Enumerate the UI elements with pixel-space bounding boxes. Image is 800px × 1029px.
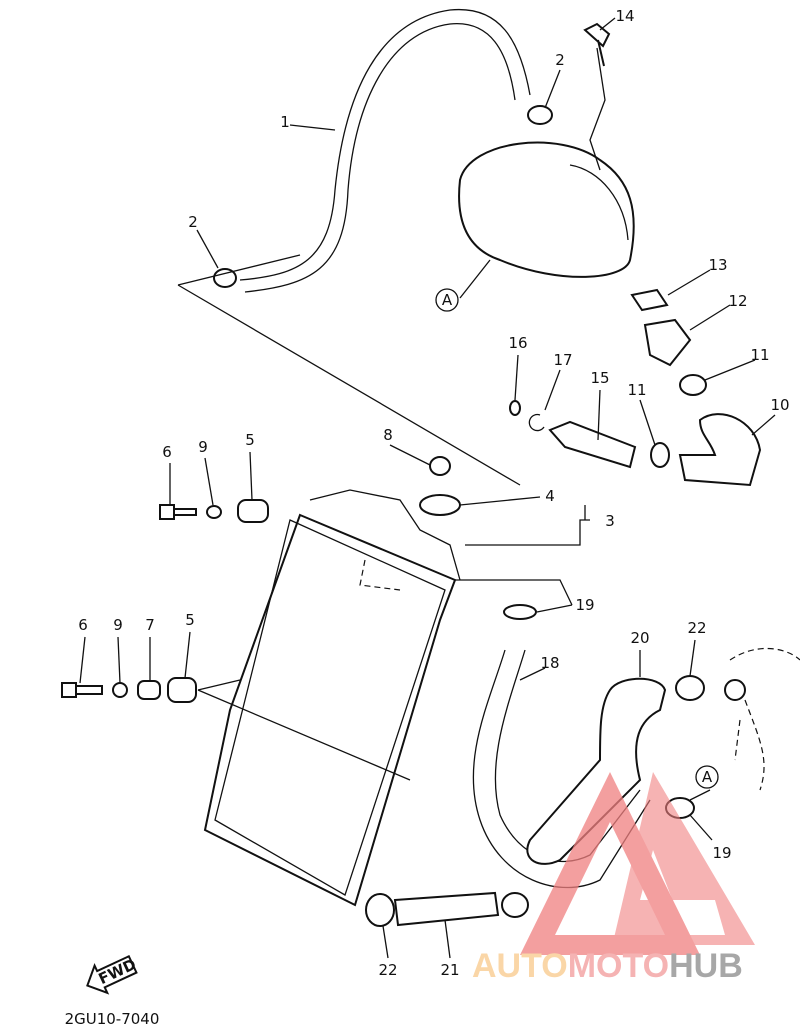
callout-11: 11 xyxy=(627,381,646,399)
callout-7: 7 xyxy=(145,616,155,634)
callout-22: 22 xyxy=(378,961,397,979)
clamp-11-upper xyxy=(679,374,707,396)
part-number: 2GU10-7040 xyxy=(65,1010,160,1028)
grommet-5-upper xyxy=(237,499,269,523)
callout-13: 13 xyxy=(708,256,727,274)
hose-15 xyxy=(548,420,637,469)
o-ring-16 xyxy=(509,400,521,416)
radiator-cap-4 xyxy=(419,494,461,516)
clamp-19-upper xyxy=(503,604,537,620)
callout-21: 21 xyxy=(440,961,459,979)
ref-mark-a: A xyxy=(442,291,453,309)
callout-10: 10 xyxy=(770,396,789,414)
reservoir-tank xyxy=(458,141,635,278)
washer-9-upper xyxy=(206,505,222,519)
callout-15: 15 xyxy=(590,369,609,387)
bushing-8 xyxy=(429,456,451,476)
callout-18: 18 xyxy=(540,654,559,672)
callout-1: 1 xyxy=(280,113,290,131)
callout-12: 12 xyxy=(728,292,747,310)
hose-10 xyxy=(678,413,762,487)
callout-11: 11 xyxy=(750,346,769,364)
fwd-label: FWD xyxy=(96,955,139,988)
clamp-22-lower xyxy=(365,893,395,927)
callout-4: 4 xyxy=(545,487,555,505)
gasket-13 xyxy=(630,288,669,312)
callout-22: 22 xyxy=(687,619,706,637)
ref-mark-a: A xyxy=(702,768,713,786)
callout-2: 2 xyxy=(555,51,565,69)
callout-6: 6 xyxy=(162,443,172,461)
callout-6: 6 xyxy=(78,616,88,634)
grommet-5-lower xyxy=(167,677,197,703)
clamp-2-lower xyxy=(213,268,237,288)
callout-9: 9 xyxy=(198,438,208,456)
leader-lines xyxy=(79,17,776,959)
clamp-2-upper xyxy=(527,105,553,125)
fwd-arrow-icon: FWD xyxy=(86,954,139,995)
callout-5: 5 xyxy=(245,431,255,449)
hose-21 xyxy=(393,891,500,927)
callout-9: 9 xyxy=(113,616,123,634)
bolt-6-lower xyxy=(61,682,103,698)
bolt-6-upper xyxy=(159,504,197,520)
collar-7 xyxy=(137,680,161,700)
engine-outline xyxy=(729,647,800,791)
washer-9-lower xyxy=(112,682,128,698)
callout-14: 14 xyxy=(615,7,634,25)
callout-19: 19 xyxy=(712,844,731,862)
automotohub-logo: AUTOMOTOHUB xyxy=(472,772,755,985)
callout-16: 16 xyxy=(508,334,527,352)
callout-20: 20 xyxy=(630,629,649,647)
pipe-20 xyxy=(526,677,667,865)
callout-8: 8 xyxy=(383,426,393,444)
callout-5: 5 xyxy=(185,611,195,629)
pipe-12 xyxy=(643,318,692,367)
callout-17: 17 xyxy=(553,351,572,369)
callout-2: 2 xyxy=(188,213,198,231)
bolt-14 xyxy=(583,22,611,67)
clamp-22-upper xyxy=(675,675,705,701)
clamp-11-lower xyxy=(650,442,670,468)
callout-19: 19 xyxy=(575,596,594,614)
watermark-auto: AUTOMOTOHUB xyxy=(472,947,743,985)
hose-1 xyxy=(239,8,531,281)
callout-3: 3 xyxy=(605,512,615,530)
clip-17 xyxy=(528,413,545,432)
